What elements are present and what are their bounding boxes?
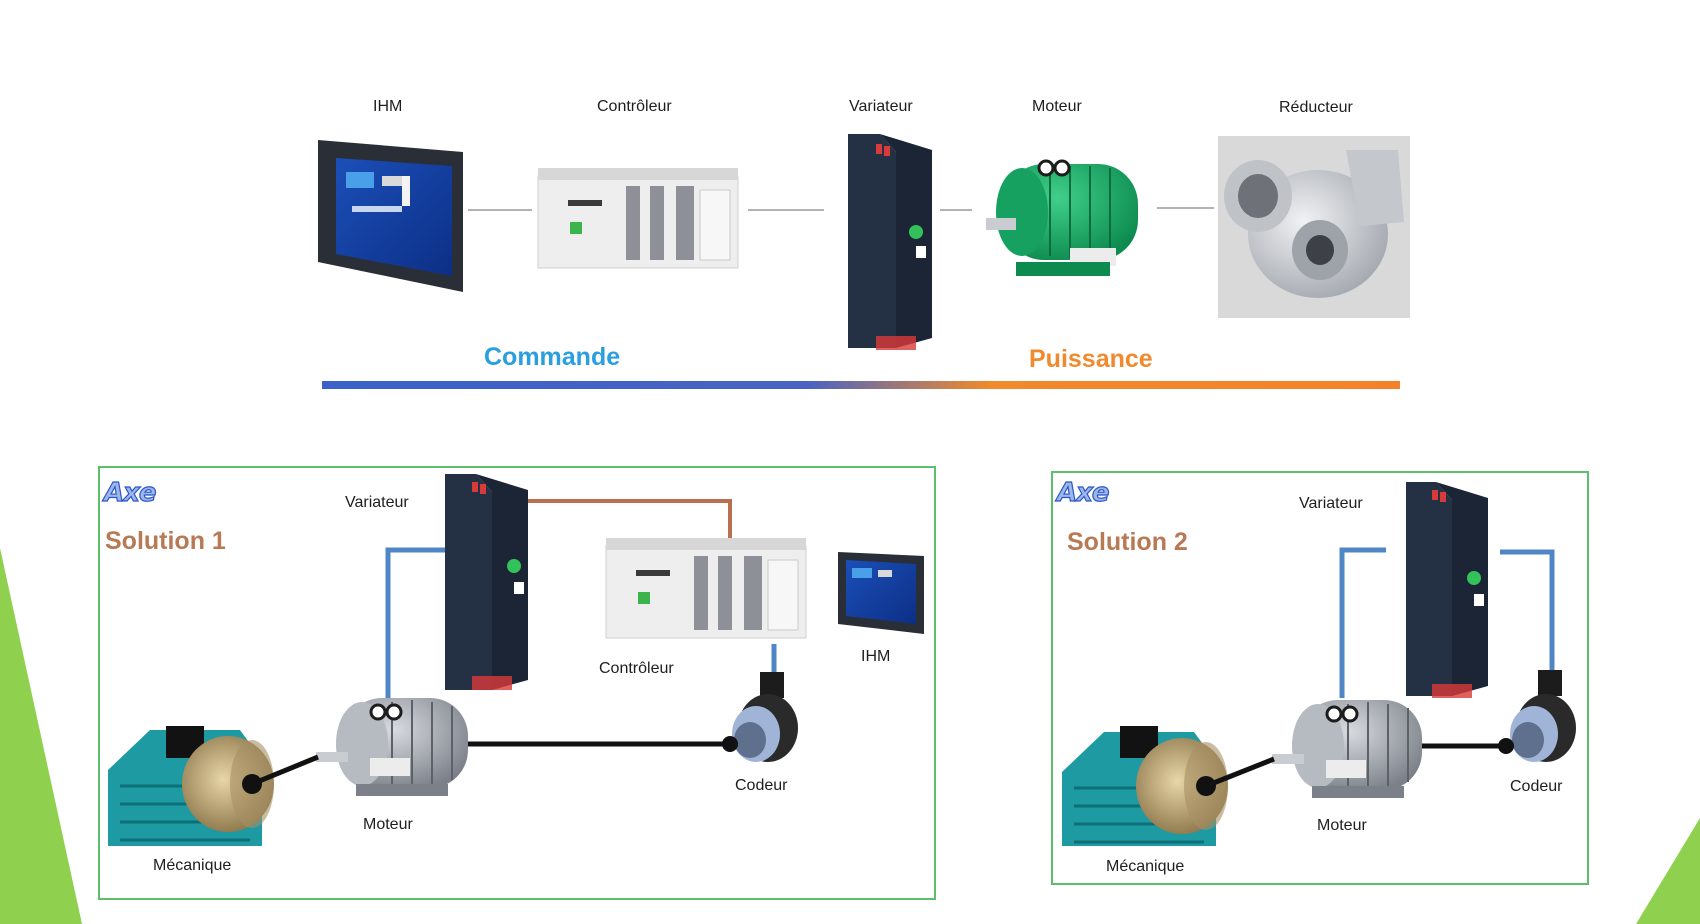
s2-wire-variateur-codeur [1500,549,1555,676]
solution2-axe-logo: Axe [1056,477,1110,508]
s1-wire-variateur-moteur [385,547,445,698]
s1-variator-image [445,474,528,690]
top-label-moteur: Moteur [1032,98,1082,115]
band-label-puissance: Puissance [1029,345,1153,373]
s1-hmi-image [838,552,924,634]
s2-variator-image [1406,482,1488,698]
s1-motor-image [316,698,468,796]
s1-encoder-image [722,672,798,762]
s1-label-controleur: Contrôleur [599,660,674,677]
s2-label-variateur: Variateur [1299,495,1363,512]
s1-label-codeur: Codeur [735,777,788,794]
solution1-panel [98,466,936,900]
solution2-panel [1051,471,1589,885]
solution2-title: Solution 2 [1067,528,1188,556]
solution1-axe-logo: Axe [103,477,157,508]
s2-label-moteur: Moteur [1317,817,1367,834]
commande-puissance-band [322,381,1400,389]
top-connector-lines [468,207,1214,211]
s2-encoder-image [1498,670,1576,762]
s2-conveyor-image [1062,726,1275,846]
top-label-ihm: IHM [373,98,403,115]
band-label-commande: Commande [484,343,621,371]
s2-motor-image [1272,700,1422,798]
green-motor-image [986,159,1138,276]
s1-wire-variateur-controleur [524,499,732,546]
s1-label-moteur: Moteur [363,816,413,833]
green-accent-left [0,548,82,924]
plc-controller-image [537,168,739,269]
green-accent-right [1636,818,1700,924]
s2-label-mecanique: Mécanique [1106,858,1185,875]
solution1-title: Solution 1 [105,527,226,555]
hmi-panel-image [318,140,463,292]
s2-label-codeur: Codeur [1510,778,1563,795]
s1-label-variateur: Variateur [345,494,409,511]
s1-label-ihm: IHM [861,648,891,665]
s1-conveyor-image [108,726,319,846]
variator-image [848,134,932,350]
top-label-reducteur: Réducteur [1279,99,1353,116]
s2-wire-variateur-moteur [1339,547,1386,698]
top-label-controleur: Contrôleur [597,98,672,115]
top-label-variateur: Variateur [849,98,913,115]
s1-controller-image [605,538,807,639]
s1-label-mecanique: Mécanique [153,857,232,874]
reducer-image [1218,136,1410,318]
